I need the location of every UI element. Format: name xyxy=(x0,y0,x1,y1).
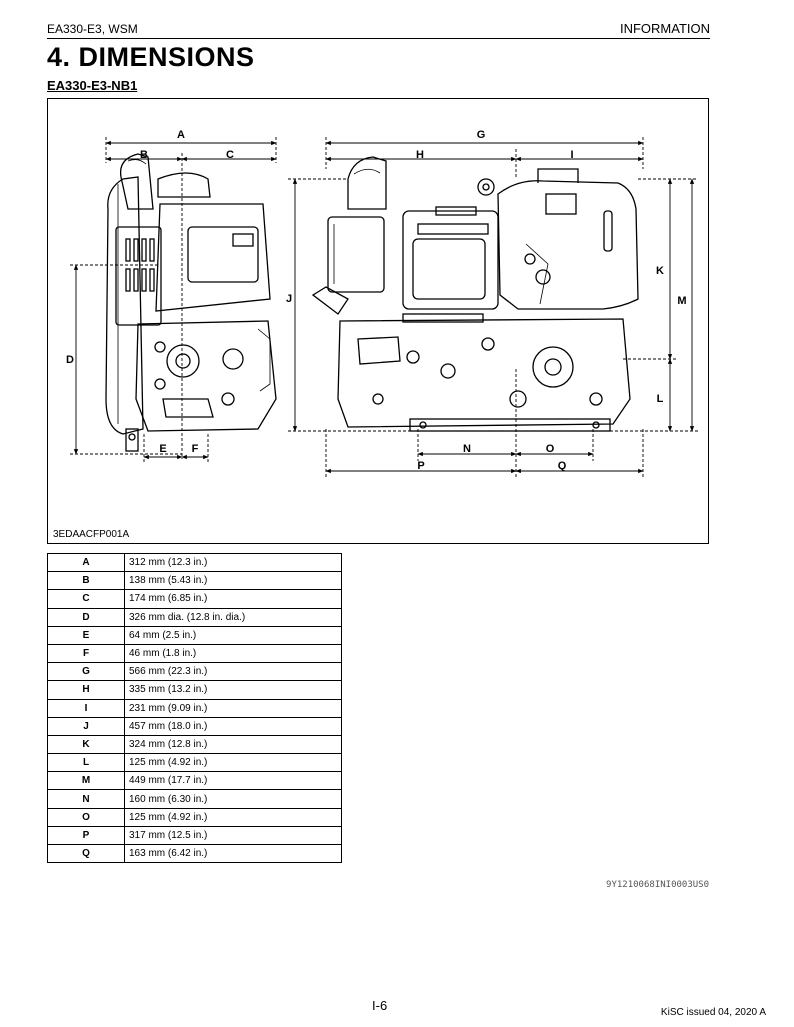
dim-label-h: H xyxy=(416,149,424,161)
dimension-value: 138 mm (5.43 in.) xyxy=(124,571,342,591)
dimension-value: 46 mm (1.8 in.) xyxy=(124,643,342,664)
dimension-key: N xyxy=(47,789,125,809)
dimension-value: 335 mm (13.2 in.) xyxy=(124,680,342,700)
dimension-key: C xyxy=(47,589,125,609)
dimension-key: O xyxy=(47,807,125,827)
dimension-value: 457 mm (18.0 in.) xyxy=(124,716,342,736)
dimension-figure: A B C D E F G H I J K L M N O P Q 3EDAAC… xyxy=(47,98,709,544)
dim-label-b: B xyxy=(140,149,148,161)
page-number: I-6 xyxy=(372,998,388,1013)
front-view-engine xyxy=(105,153,277,452)
dimension-value: 160 mm (6.30 in.) xyxy=(124,789,342,809)
dimension-value: 566 mm (22.3 in.) xyxy=(124,662,342,682)
header-rule xyxy=(47,38,710,39)
side-dimension-lines xyxy=(288,137,698,479)
dim-label-j: J xyxy=(286,293,292,305)
dimension-value: 125 mm (4.92 in.) xyxy=(124,807,342,827)
dim-label-l: L xyxy=(657,393,664,405)
dimension-key: D xyxy=(47,607,125,627)
dim-label-c: C xyxy=(226,149,234,161)
dimension-value: 125 mm (4.92 in.) xyxy=(124,753,342,773)
dimension-value: 324 mm (12.8 in.) xyxy=(124,734,342,755)
dimension-value: 317 mm (12.5 in.) xyxy=(124,825,342,846)
dim-label-a: A xyxy=(177,129,185,141)
dim-label-n: N xyxy=(463,443,471,455)
dimension-key: I xyxy=(47,698,125,718)
page-title: 4. DIMENSIONS xyxy=(47,42,255,72)
model-heading: EA330-E3-NB1 xyxy=(47,78,138,93)
front-dimension-lines xyxy=(70,137,277,464)
dimension-key: A xyxy=(47,552,125,573)
dim-label-d: D xyxy=(66,354,74,366)
dim-label-p: P xyxy=(417,460,424,472)
dimension-key: K xyxy=(47,734,125,755)
dimension-key: B xyxy=(47,571,125,591)
dimension-value: 326 mm dia. (12.8 in. dia.) xyxy=(124,607,342,627)
dim-label-i: I xyxy=(570,149,573,161)
dimension-key: H xyxy=(47,680,125,700)
dimension-key: P xyxy=(47,825,125,846)
dimension-value: 174 mm (6.85 in.) xyxy=(124,589,342,609)
document-id: 9Y1210068INI0003US0 xyxy=(606,880,709,890)
header-model: EA330-E3, WSM xyxy=(47,22,138,36)
header-section: INFORMATION xyxy=(619,21,710,36)
side-view-engine xyxy=(311,156,639,432)
dimension-key: G xyxy=(47,662,125,682)
issue-info: KiSC issued 04, 2020 A xyxy=(660,1007,766,1018)
dim-label-q: Q xyxy=(558,460,567,472)
dimension-value: 449 mm (17.7 in.) xyxy=(124,771,342,791)
dim-label-g: G xyxy=(477,129,486,141)
figure-code: 3EDAACFP001A xyxy=(53,529,130,540)
dimension-value: 64 mm (2.5 in.) xyxy=(124,625,342,645)
dim-label-m: M xyxy=(677,295,686,307)
dimension-value: 231 mm (9.09 in.) xyxy=(124,698,342,718)
dim-label-f: F xyxy=(192,443,199,455)
dimension-key: E xyxy=(47,625,125,645)
dimension-value: 163 mm (6.42 in.) xyxy=(124,843,342,864)
engine-drawing: A B C D E F G H I J K L M N O P Q xyxy=(66,129,698,479)
dimension-key: F xyxy=(47,643,125,664)
dimension-value: 312 mm (12.3 in.) xyxy=(124,552,342,573)
dimension-key: Q xyxy=(47,843,125,864)
dimension-key: J xyxy=(47,716,125,736)
dimension-key: M xyxy=(47,771,125,791)
dim-label-k: K xyxy=(656,265,664,277)
dim-label-e: E xyxy=(159,443,166,455)
dim-label-o: O xyxy=(546,443,555,455)
dimension-key: L xyxy=(47,753,125,773)
